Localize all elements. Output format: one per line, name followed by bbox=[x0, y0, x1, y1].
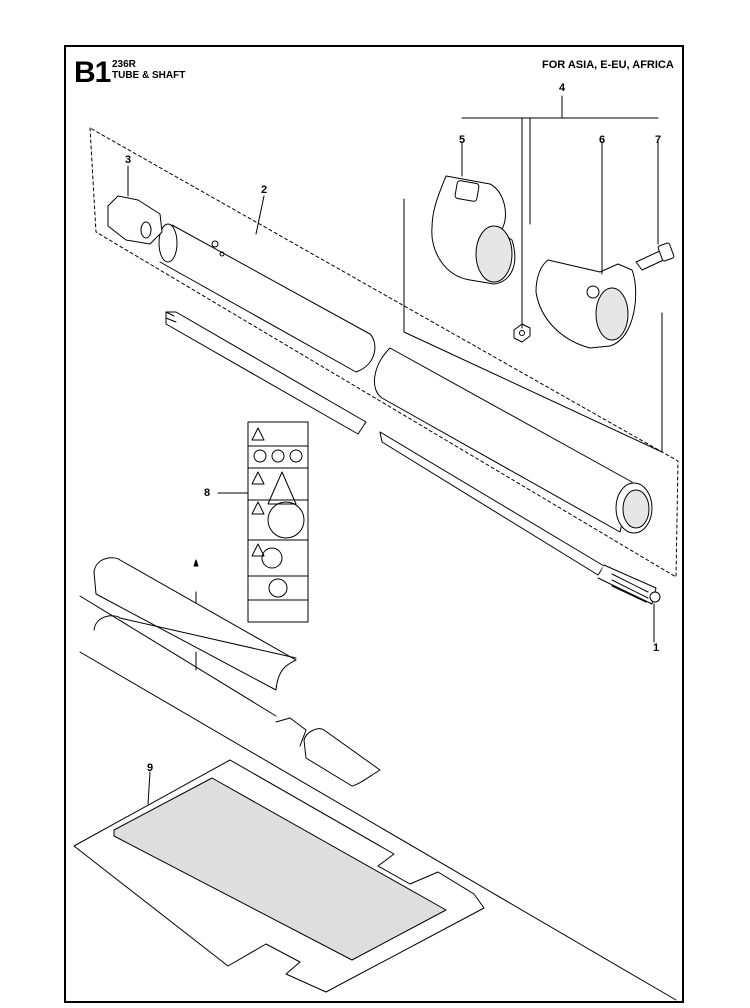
tube-hole bbox=[211, 240, 219, 248]
decal-icon-1 bbox=[253, 449, 267, 463]
decal-warning-triangles bbox=[251, 427, 297, 557]
cutaway-half-tube-2 bbox=[93, 615, 297, 659]
tube-upper-end bbox=[158, 223, 178, 263]
clamp-bore bbox=[475, 225, 513, 283]
arrow-marker bbox=[193, 559, 199, 567]
callout-6: 6 bbox=[598, 134, 606, 146]
section-title: TUBE & SHAFT bbox=[112, 70, 186, 81]
callout-7: 7 bbox=[654, 134, 662, 146]
region-label: FOR ASIA, E-EU, AFRICA bbox=[542, 59, 674, 71]
decal-icon-6 bbox=[268, 578, 288, 598]
callout-4: 4 bbox=[558, 82, 566, 94]
shaft-end-cap bbox=[649, 591, 661, 603]
tube-lower bbox=[374, 347, 633, 533]
tube-hole-2 bbox=[219, 251, 225, 257]
clamp-slot bbox=[454, 180, 480, 202]
screw-head bbox=[657, 242, 675, 262]
callout-8: 8 bbox=[203, 487, 211, 499]
decal-dividers bbox=[247, 445, 309, 601]
leader-lines bbox=[127, 95, 659, 805]
cutaway-half-tube-1 bbox=[93, 557, 297, 691]
tube-lower-end-inner bbox=[622, 489, 650, 529]
assembly-dashed-outline bbox=[89, 127, 679, 578]
tube-upper bbox=[159, 224, 376, 373]
decal-icon-2 bbox=[271, 449, 285, 463]
model-number: 236R bbox=[112, 59, 136, 70]
callout-3: 3 bbox=[124, 154, 132, 166]
manual-cover bbox=[113, 777, 447, 961]
callout-9: 9 bbox=[146, 762, 154, 774]
callout-5: 5 bbox=[458, 134, 466, 146]
decal-icon-5 bbox=[261, 547, 283, 569]
cutaway-join bbox=[275, 717, 381, 787]
decal-icon-3 bbox=[289, 449, 303, 463]
clamp-bracket-bore bbox=[595, 287, 629, 341]
clamp-bracket-hole bbox=[586, 285, 600, 299]
bushing bbox=[107, 195, 163, 245]
callout-1: 1 bbox=[652, 642, 660, 654]
bushing-hole bbox=[140, 221, 152, 239]
cutaway-lines bbox=[79, 591, 677, 1001]
shaft-spline-lines bbox=[611, 573, 649, 603]
warning-decal bbox=[247, 421, 309, 623]
callout-2: 2 bbox=[260, 184, 268, 196]
shaft-upper-spline bbox=[165, 311, 177, 323]
kit-outline bbox=[403, 198, 663, 453]
decal-icon-4 bbox=[267, 501, 305, 539]
nut-hole bbox=[519, 330, 525, 336]
shaft-lower bbox=[379, 431, 605, 576]
section-code: B1 bbox=[74, 56, 111, 89]
shaft-upper bbox=[165, 311, 367, 435]
